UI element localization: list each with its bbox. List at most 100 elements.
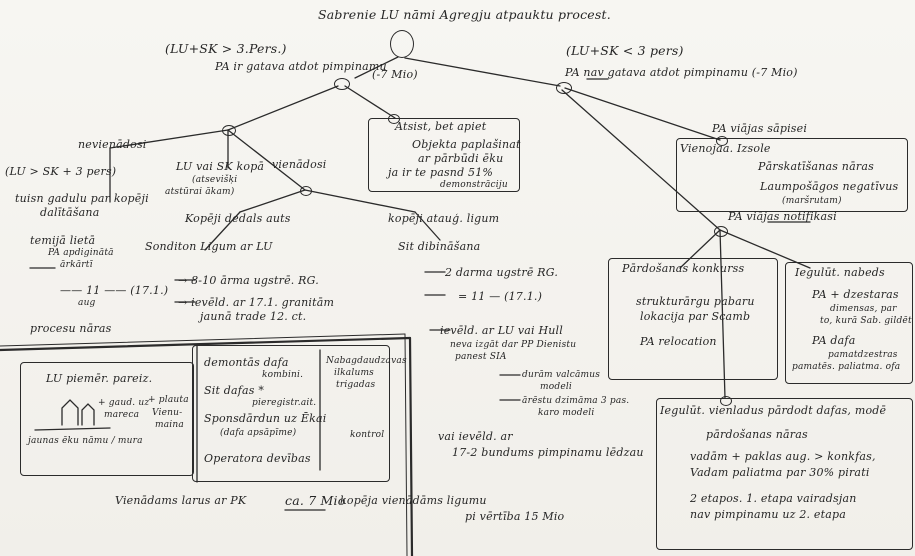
mid-line-1: 2 darma ugstrē RG. <box>445 266 559 279</box>
sketch-line-5: maina <box>155 420 184 430</box>
mid-line-3: ievēld. ar LU vai Hull <box>440 324 563 337</box>
line-ieb: → ievēld. ar 17.1. granitām <box>178 296 335 309</box>
tamija-label-2: PA apdiginātā <box>48 248 114 258</box>
pardosanas-line-2: lokacija par Scamb <box>640 310 751 323</box>
right-label: PA nav gatava atdot pimpinamu (-7 Mio) <box>565 66 798 79</box>
center-box-line-1: Atsist, bet apiet <box>395 120 487 133</box>
mid-line-5: panest SIA <box>455 352 507 362</box>
bottom-right-line-2: vadām + paklas aug. > konkfas, <box>690 450 876 463</box>
izsole-line-1: Pārskatīšanas nāras <box>758 160 874 173</box>
footer-mid-c: pi vērtība 15 Mio <box>465 510 565 523</box>
vienadosi-label: vienādosi <box>272 158 327 171</box>
bottom-right-box <box>656 398 913 550</box>
list-item-1b: kombini. <box>262 370 304 380</box>
right-branch-node <box>556 82 572 94</box>
sketch-line-3: + plauta <box>148 395 189 405</box>
iegul-line-5: pamatdzestras <box>828 350 898 360</box>
iegul-title: Iegulūt. nabeds <box>795 266 885 279</box>
pardosanas-line-1: strukturārgu pabaru <box>636 295 755 308</box>
right-sub-node <box>714 226 728 237</box>
pa-vienojas-label: PA viājas sāpisei <box>712 122 808 135</box>
line-aug: aug <box>78 298 96 308</box>
lu-sk-kopa-label: LU vai SK kopā <box>176 160 265 173</box>
iegul-line-2: dimensas, par <box>830 304 897 314</box>
tuisn-label: tuisn gadulu par kopēji <box>15 192 149 205</box>
list-item-3b: (dafa apsāpīme) <box>220 428 297 438</box>
sonditon-label: Sonditon Ligum ar LU <box>145 240 273 253</box>
mid-line-9: karo modeli <box>538 408 595 418</box>
right-bottom-node <box>720 396 732 406</box>
center-box-line-3: ar pārbūdi ēku <box>418 152 504 165</box>
footer-mid-a: ca. 7 Mio <box>285 493 346 508</box>
left-amount: (-7 Mio) <box>372 68 418 81</box>
sketch-line-6: jaunas ēku nāmu / mura <box>28 436 143 446</box>
sketch-line-2: mareca <box>104 410 140 420</box>
mid-line-7: modeli <box>540 382 572 392</box>
tamija-label-3: ārkārtī <box>60 260 93 270</box>
iegul-line-1: PA + dzestaras <box>812 288 899 301</box>
mid-line-8: ārēstu dzimāma 3 pas. <box>522 396 630 406</box>
tamija-label: temijā lietā <box>30 234 96 247</box>
pardosanas-line-3: PA relocation <box>640 335 717 348</box>
center-box <box>368 118 520 192</box>
left-branch-node <box>334 78 350 90</box>
list-item-3: Sponsdārdun uz Ēkai <box>204 412 327 425</box>
line-ieb-2: jaunā trade 12. ct. <box>200 310 307 323</box>
list-item-2: Sit dafas * <box>204 384 265 397</box>
bottom-right-line-4: 2 etapos. 1. etapa vairadsjan <box>690 492 857 505</box>
nevienadosi-label: nevienādosi <box>78 138 147 151</box>
sketch-title: LU piemēr. pareiz. <box>46 372 153 385</box>
note-b: ilkalums <box>334 368 375 378</box>
izsole-line-2: Laumpošāgos negatīvus <box>760 180 899 193</box>
footer-mid-b: kopēja vienādāms ligumu <box>340 494 487 507</box>
mid-line-11: 17-2 bundums pimpinamu lēdzau <box>452 446 644 459</box>
left-mid-node <box>300 186 312 196</box>
iegul-line-6: pamatēs. paliatma. ofa <box>792 362 901 372</box>
diagram-title: Sabrenie LU nāmi Agregju atpauktu proces… <box>318 7 611 22</box>
right-condition: (LU+SK < 3 pers) <box>566 43 684 58</box>
list-box <box>192 345 390 482</box>
izsole-title: Vienojaa. Izsole <box>680 142 771 155</box>
sketch-box <box>20 362 194 476</box>
list-item-2b: pieregistr.ait. <box>252 398 317 408</box>
izsole-line-3: (maršrutam) <box>782 196 842 206</box>
bottom-right-line-1: pārdošanas nāras <box>706 428 808 441</box>
mid-line-2: = 11 — (17.1.) <box>458 290 543 303</box>
right-top-node <box>716 136 728 146</box>
pardosanas-box <box>608 258 778 380</box>
line-8-10: → 8-10 ārma ugstrē. RG. <box>178 274 319 287</box>
iegul-line-4: PA dafa <box>812 334 856 347</box>
center-box-line-5: demonstrāciju <box>440 180 508 190</box>
footer-left: Vienādams larus ar PK <box>115 494 247 507</box>
kopeji-ataug-label: kopēji atauģ. ligum <box>388 212 500 225</box>
mid-line-6: durām valcāmus <box>522 370 601 380</box>
left-sub-node <box>222 125 236 136</box>
lu-sk-kopa-label-3: atstūrai ākam) <box>165 187 235 197</box>
mid-line-4: neva izgāt dar PP Dienistu <box>450 340 577 350</box>
line-171: —— 11 —— (17.1.) <box>60 284 169 297</box>
pa-vinojas-label: PA viājas notifikasi <box>728 210 837 223</box>
root-node <box>390 30 414 58</box>
lu-sk-kopa-label-2: (atsevišķi <box>192 175 238 185</box>
center-node <box>388 114 400 124</box>
left-condition: (LU+SK > 3.Pers.) <box>165 41 287 56</box>
procesu-label: procesu nāras <box>30 322 112 335</box>
list-item-1: demontās dafa <box>204 356 289 369</box>
note-a: Nabagdaudzavas <box>326 356 407 366</box>
center-box-line-4: ja ir te pasnd 51% <box>388 166 494 179</box>
sit-label: Sit dibināšana <box>398 240 481 253</box>
pardosanas-title: Pārdošanas konkurss <box>622 262 745 275</box>
mid-line-10: vai ievēld. ar <box>438 430 513 443</box>
iegul-box <box>785 262 913 384</box>
lu-sk-condition: (LU > SK + 3 pers) <box>5 165 117 178</box>
sketch-line-1: + gaud. uz <box>98 398 150 408</box>
izsole-box <box>676 138 908 212</box>
left-label: PA ir gatava atdot pimpinamu <box>215 60 387 73</box>
note-d: kontrol <box>350 430 385 440</box>
iegul-line-3: to, kurā Sab. gildēt <box>820 316 912 326</box>
bottom-right-line-3: Vadam paliatma par 30% pirati <box>690 466 870 479</box>
sketch-line-4: Vienu- <box>152 408 183 418</box>
bottom-right-line-5: nav pimpinamu uz 2. etapa <box>690 508 847 521</box>
